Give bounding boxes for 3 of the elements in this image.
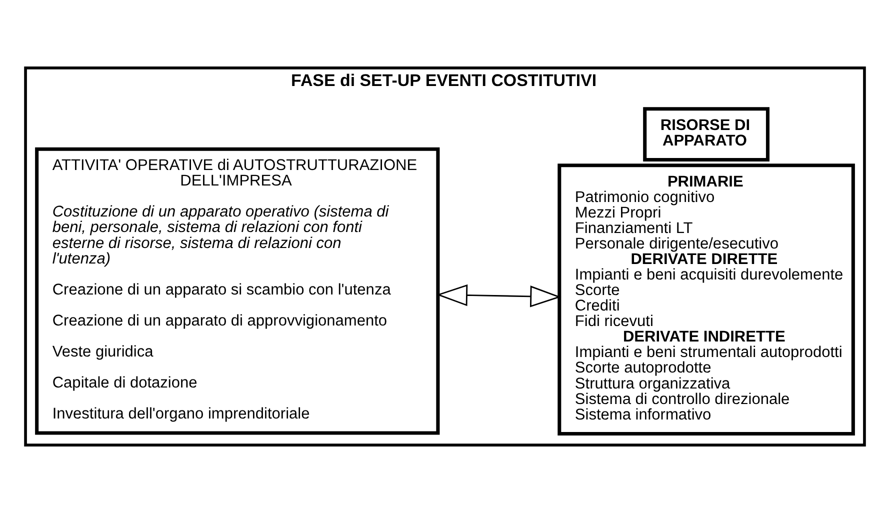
node-box: PRIMARIE Patrimonio cognitivo Mezzi Propri Finanziamenti LT Personale dirigente/esecutivo DERIVATE DIRETTE Impianti e beni acquisiti durevolemente Scorte Crediti Fidi ricevuti DERIVATE INDIRETTE Impianti e beni strumentali autoprodotti Scorte autoprodotte Struttura organizzativa Sistema di controllo direzionale Sistema informativo bbox=[558, 163, 855, 436]
node-box: ATTIVITA' OPERATIVE di AUTOSTRUTTURAZIONE DELL'IMPRESA Costituzione di un apparato operativo (sistema di beni, personale, sistema di relazioni con fonti esterne di risorse, sistema di relazioni con l'utenza) Creazione di un apparato si scambio con l'utenza Creazione di un apparato di approvvigionamento Veste giuridica Capitale di dotazione Investitura dell'organo imprenditoriale bbox=[35, 146, 440, 434]
node-box: RISORSE DI APPARATO bbox=[643, 106, 770, 162]
